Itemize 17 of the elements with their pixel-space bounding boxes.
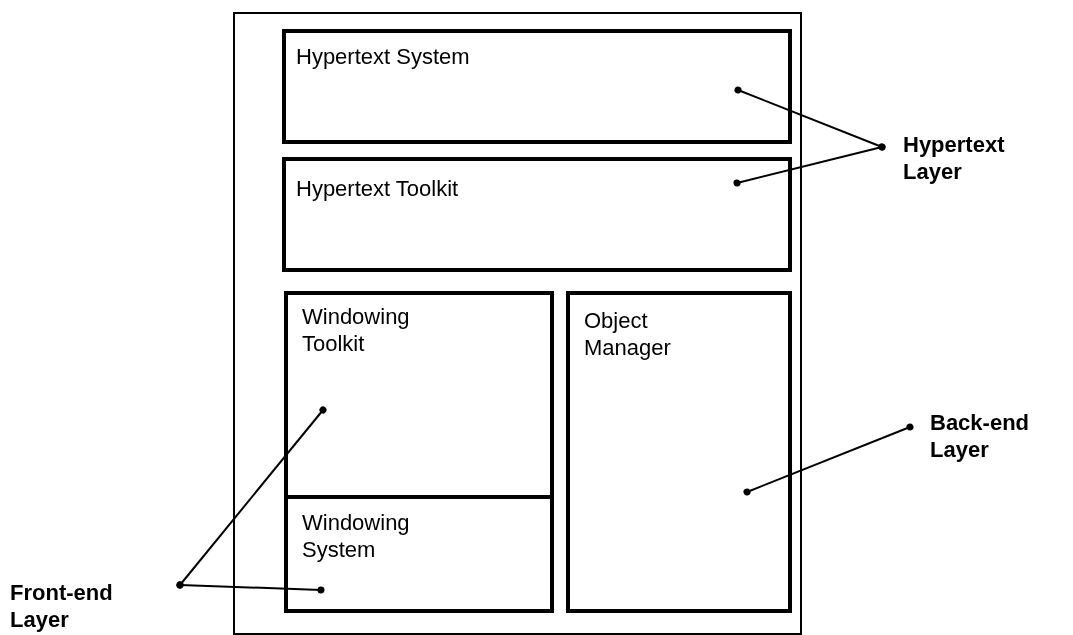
component-box [566, 291, 792, 613]
layer-label: Front-end Layer [10, 579, 114, 633]
component-box [282, 29, 792, 144]
component-label: Hypertext Toolkit [296, 175, 460, 202]
component-label: Object Manager [584, 307, 672, 361]
component-label: Windowing Toolkit [302, 303, 411, 357]
component-box [282, 157, 792, 272]
layer-label: Hypertext Layer [903, 131, 1006, 185]
leader-line [176, 581, 325, 594]
layer-label: Back-end Layer [930, 409, 1031, 463]
system-frame [233, 12, 802, 635]
leader-line [743, 423, 914, 496]
component-label: Windowing System [302, 509, 411, 563]
leader-line [734, 86, 886, 151]
leader-line [176, 406, 327, 589]
leader-line [733, 143, 886, 187]
component-label: Hypertext System [296, 43, 471, 70]
